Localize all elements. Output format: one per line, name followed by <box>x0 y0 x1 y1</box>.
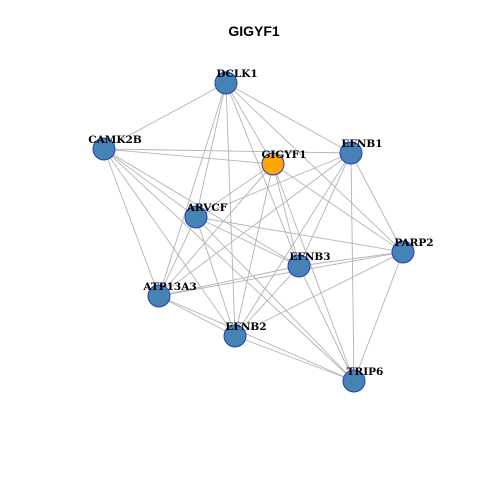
edge-arvcf-parp2 <box>195 216 404 253</box>
edge-dclk1-efnb2 <box>225 82 236 337</box>
edge-efnb1-efnb2 <box>234 152 352 337</box>
node-trip6[interactable] <box>342 369 366 393</box>
edge-arvcf-efnb2 <box>195 216 236 337</box>
node-parp2[interactable] <box>391 240 415 264</box>
node-label-camk2b: CAMK2B <box>88 134 142 146</box>
node-dclk1[interactable] <box>214 71 238 95</box>
edge-efnb2-trip6 <box>234 335 355 382</box>
edge-efnb1-parp2 <box>350 152 404 253</box>
edge-efnb1-atp13a3 <box>158 152 352 297</box>
edge-efnb1-trip6 <box>350 152 355 382</box>
edge-parp2-trip6 <box>353 251 404 382</box>
edge-arvcf-atp13a3 <box>158 216 197 297</box>
edge-parp2-efnb3 <box>298 251 404 267</box>
node-label-efnb1: EFNB1 <box>341 138 382 150</box>
edge-atp13a3-efnb2 <box>158 295 236 337</box>
edge-efnb3-atp13a3 <box>158 265 300 297</box>
node-label-arvcf: ARVCF <box>186 202 228 214</box>
edge-dclk1-efnb1 <box>225 82 352 154</box>
edge-efnb1-arvcf <box>195 152 352 218</box>
edge-gigyf1-trip6 <box>272 163 355 382</box>
edge-parp2-atp13a3 <box>158 251 404 297</box>
node-efnb1[interactable] <box>339 141 363 165</box>
node-label-efnb2: EFNB2 <box>225 321 266 333</box>
node-label-efnb3: EFNB3 <box>289 251 330 263</box>
edge-camk2b-efnb2 <box>103 148 236 337</box>
node-efnb2[interactable] <box>223 324 247 348</box>
node-atp13a3[interactable] <box>147 284 171 308</box>
edge-camk2b-arvcf <box>103 148 197 218</box>
node-label-trip6: TRIP6 <box>347 366 384 378</box>
edge-gigyf1-efnb2 <box>234 163 274 337</box>
edge-camk2b-trip6 <box>103 148 355 382</box>
edge-gigyf1-parp2 <box>272 163 404 253</box>
edge-efnb3-efnb2 <box>234 265 300 337</box>
edge-camk2b-gigyf1 <box>103 148 274 165</box>
edge-gigyf1-efnb3 <box>272 163 300 267</box>
edge-parp2-efnb2 <box>234 251 404 337</box>
diagram-title: GIGYF1 <box>228 23 280 39</box>
edge-atp13a3-trip6 <box>158 295 355 382</box>
node-label-parp2: PARP2 <box>394 237 433 249</box>
node-efnb3[interactable] <box>287 254 311 278</box>
node-label-atp13a3: ATP13A3 <box>142 281 196 293</box>
node-label-gigyf1: GIGYF1 <box>261 149 306 161</box>
edge-dclk1-camk2b <box>103 82 227 150</box>
edge-gigyf1-arvcf <box>195 163 274 218</box>
node-label-dclk1: DCLK1 <box>216 68 257 80</box>
edge-efnb1-efnb3 <box>298 152 352 267</box>
node-gigyf1[interactable] <box>261 152 285 176</box>
edge-camk2b-atp13a3 <box>103 148 160 297</box>
edge-arvcf-trip6 <box>195 216 355 382</box>
edge-dclk1-arvcf <box>195 82 227 218</box>
edge-camk2b-efnb1 <box>103 148 352 154</box>
edges-layer <box>103 82 404 382</box>
edge-dclk1-atp13a3 <box>158 82 227 297</box>
nodes-layer <box>92 71 415 393</box>
edge-dclk1-parp2 <box>225 82 404 253</box>
edge-dclk1-gigyf1 <box>225 82 274 165</box>
edge-gigyf1-atp13a3 <box>158 163 274 297</box>
edge-dclk1-efnb3 <box>225 82 300 267</box>
edge-efnb3-trip6 <box>298 265 355 382</box>
node-arvcf[interactable] <box>184 205 208 229</box>
edge-arvcf-efnb3 <box>195 216 300 267</box>
node-camk2b[interactable] <box>92 137 116 161</box>
